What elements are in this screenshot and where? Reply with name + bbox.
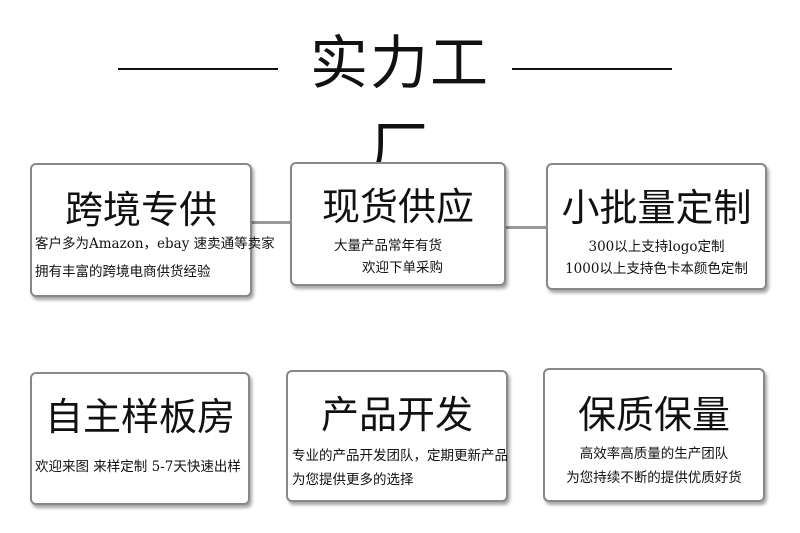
card-line: 专业的产品开发团队，定期更新产品	[292, 448, 508, 464]
card-line: 为您持续不断的提供优质好货	[566, 470, 742, 486]
card-in-stock: 现货供应 大量产品常年有货 欢迎下单采购	[290, 162, 506, 286]
card-heading: 跨境专供	[64, 188, 217, 232]
card-line: 客户多为Amazon，ebay 速卖通等卖家	[35, 236, 275, 252]
card-quality: 保质保量 高效率高质量的生产团队 为您持续不断的提供优质好货	[543, 368, 765, 502]
card-heading: 保质保量	[577, 393, 730, 437]
card-product-dev: 产品开发 专业的产品开发团队，定期更新产品 为您提供更多的选择	[286, 370, 508, 502]
card-line: 拥有丰富的跨境电商供货经验	[35, 264, 211, 280]
card-line: 大量产品常年有货	[334, 238, 442, 254]
card-line: 300以上支持logo定制	[588, 239, 725, 255]
title-left-rule	[118, 68, 278, 70]
connector-2-3	[505, 226, 550, 229]
page-title: 实力工厂	[309, 29, 490, 183]
title-right-rule	[512, 68, 672, 70]
card-heading: 小批量定制	[561, 186, 752, 230]
card-line: 欢迎来图 来样定制 5-7天快速出样	[35, 459, 241, 475]
card-line: 为您提供更多的选择	[292, 472, 414, 488]
card-line: 欢迎下单采购	[362, 260, 443, 276]
connector-1-2	[250, 221, 292, 224]
card-small-batch: 小批量定制 300以上支持logo定制 1000以上支持色卡本颜色定制	[546, 163, 767, 290]
card-line: 1000以上支持色卡本颜色定制	[565, 261, 748, 277]
card-sample-room: 自主样板房 欢迎来图 来样定制 5-7天快速出样	[30, 372, 250, 505]
card-cross-border: 跨境专供 客户多为Amazon，ebay 速卖通等卖家 拥有丰富的跨境电商供货经…	[30, 163, 275, 297]
card-line: 高效率高质量的生产团队	[579, 446, 729, 462]
card-heading: 现货供应	[321, 185, 474, 229]
card-heading: 自主样板房	[44, 395, 235, 439]
card-heading: 产品开发	[320, 393, 473, 437]
